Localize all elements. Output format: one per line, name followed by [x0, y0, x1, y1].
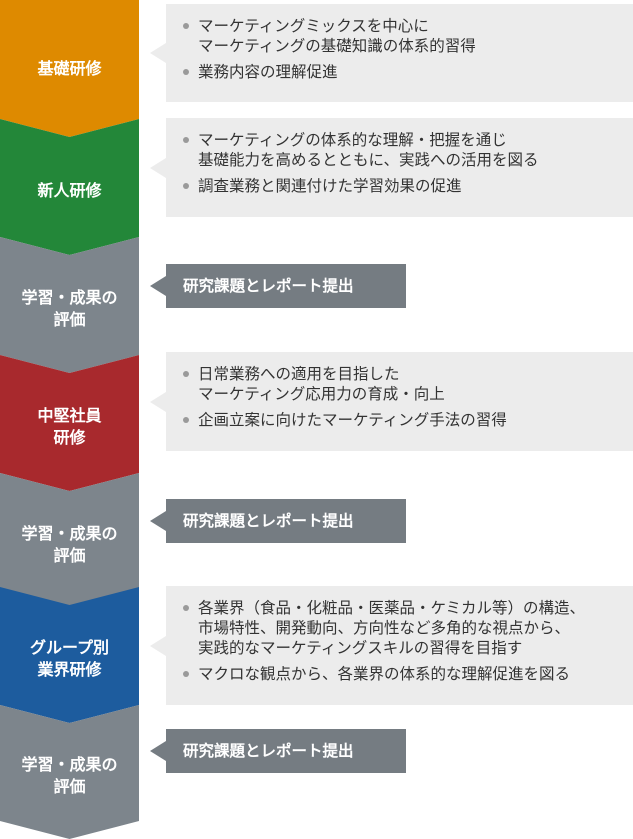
step-evaluation-1: 学習・成果の 評価 [0, 237, 139, 373]
bullet-line: 各業界（食品・化粧品・医薬品・ケミカル等）の構造、 [198, 599, 586, 617]
bullet-line: 調査業務と関連付けた学習効果の促進 [198, 177, 462, 195]
note-box-evaluation-1: 研究課題とレポート提出 [150, 264, 406, 308]
bullet-item: マーケティングの体系的な理解・把握を通じ 基礎能力を高めるとともに、実践への活用… [180, 130, 623, 170]
step-label: 学習・成果の 評価 [21, 287, 117, 331]
step-basic-training: 基礎研修 [0, 0, 139, 137]
step-label-line: 評価 [53, 310, 86, 329]
step-label-line: グループ別 [29, 638, 110, 657]
step-mid-level-training: 中堅社員 研修 [0, 355, 139, 491]
bullet-item: 各業界（食品・化粧品・医薬品・ケミカル等）の構造、 市場特性、開発動向、方向性な… [180, 598, 623, 658]
bullet-item: 業務内容の理解促進 [180, 62, 623, 82]
bullet-line: マーケティング応用力の育成・向上 [198, 385, 445, 403]
step-group-industry-training: グループ別 業界研修 [0, 587, 139, 723]
detail-box-mid-level: 日常業務への適用を目指した マーケティング応用力の育成・向上 企画立案に向けたマ… [150, 352, 633, 451]
bullet-line: マーケティングミックスを中心に [198, 17, 429, 35]
bullet-line: 実践的なマーケティングスキルの習得を目指す [198, 639, 523, 657]
step-new-hire-training: 新人研修 [0, 119, 139, 255]
step-label-line: 評価 [53, 777, 86, 796]
step-label-line: 学習・成果の [21, 288, 118, 307]
detail-box-group-industry: 各業界（食品・化粧品・医薬品・ケミカル等）の構造、 市場特性、開発動向、方向性な… [150, 586, 633, 705]
bullet-line: 市場特性、開発動向、方向性など多角的な視点から、 [198, 619, 571, 637]
step-evaluation-2: 学習・成果の 評価 [0, 473, 139, 609]
step-label-line: 研修 [53, 428, 86, 447]
step-label-line: 新人研修 [37, 181, 102, 200]
step-label: 学習・成果の 評価 [21, 754, 117, 798]
step-label-line: 基礎研修 [37, 58, 102, 78]
note-box-evaluation-2: 研究課題とレポート提出 [150, 499, 406, 543]
bullet-item: マーケティングミックスを中心に マーケティングの基礎知識の体系的習得 [180, 16, 623, 56]
bullet-line: 基礎能力を高めるとともに、実践への活用を図る [198, 151, 539, 169]
bullet-item: 調査業務と関連付けた学習効果の促進 [180, 176, 623, 196]
detail-box-new-hire: マーケティングの体系的な理解・把握を通じ 基礎能力を高めるとともに、実践への活用… [150, 118, 633, 217]
step-label: 学習・成果の 評価 [21, 523, 117, 567]
step-label-line: 業界研修 [37, 660, 102, 679]
bullet-item: マクロな観点から、各業界の体系的な理解促進を図る [180, 664, 623, 684]
step-evaluation-3: 学習・成果の 評価 [0, 705, 139, 839]
step-label-line: 学習・成果の [21, 524, 118, 543]
step-label: 新人研修 [37, 180, 101, 202]
step-label-line: 中堅社員 [37, 406, 102, 425]
bullet-line: 業務内容の理解促進 [198, 63, 338, 81]
bullet-line: マーケティングの体系的な理解・把握を通じ [198, 131, 507, 149]
step-label: 中堅社員 研修 [37, 405, 101, 449]
bullet-item: 企画立案に向けたマーケティング手法の習得 [180, 410, 623, 430]
bullet-line: 企画立案に向けたマーケティング手法の習得 [198, 411, 507, 429]
detail-box-basic: マーケティングミックスを中心に マーケティングの基礎知識の体系的習得 業務内容の… [150, 4, 633, 102]
step-label: 基礎研修 [37, 58, 101, 80]
step-label-line: 評価 [53, 546, 86, 565]
step-label-line: 学習・成果の [21, 755, 118, 774]
bullet-line: マーケティングの基礎知識の体系的習得 [198, 37, 476, 55]
bullet-line: マクロな観点から、各業界の体系的な理解促進を図る [198, 665, 571, 683]
bullet-item: 日常業務への適用を目指した マーケティング応用力の育成・向上 [180, 364, 623, 404]
bullet-line: 日常業務への適用を目指した [198, 365, 400, 383]
note-box-evaluation-3: 研究課題とレポート提出 [150, 729, 406, 773]
step-label: グループ別 業界研修 [30, 637, 109, 681]
